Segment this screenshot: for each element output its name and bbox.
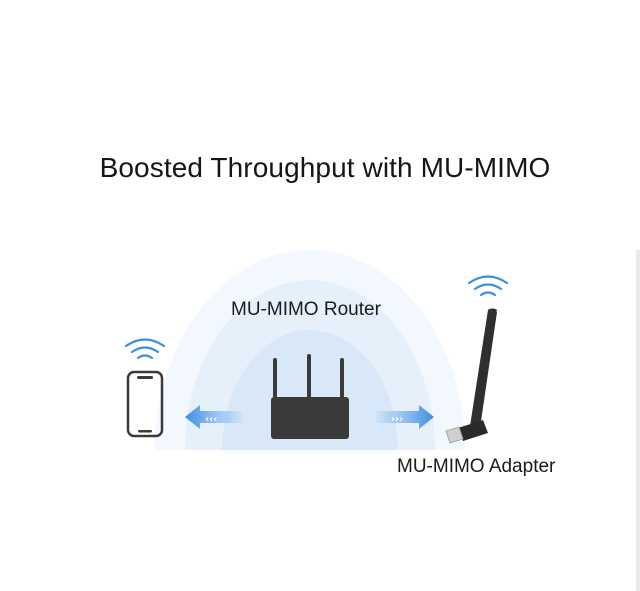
- edge-divider: [636, 250, 640, 591]
- svg-text:›››: ›››: [391, 414, 403, 425]
- router-icon: [271, 354, 349, 439]
- wifi-icon: [124, 338, 166, 360]
- usb-adapter-icon: [445, 308, 498, 444]
- diagram-canvas: ‹‹‹ ›››: [124, 250, 509, 450]
- page-title: Boosted Throughput with MU-MIMO: [99, 152, 551, 183]
- adapter-label: MU-MIMO Adapter: [397, 456, 556, 477]
- svg-text:‹‹‹: ‹‹‹: [205, 414, 217, 425]
- mu-mimo-diagram: ‹‹‹ ›››: [0, 240, 640, 510]
- arrow-left-icon: ‹‹‹: [185, 405, 243, 429]
- arrow-right-icon: ›››: [376, 405, 434, 429]
- router-label: MU-MIMO Router: [231, 299, 381, 320]
- wifi-icon: [467, 275, 509, 297]
- smartphone-icon: [126, 370, 164, 438]
